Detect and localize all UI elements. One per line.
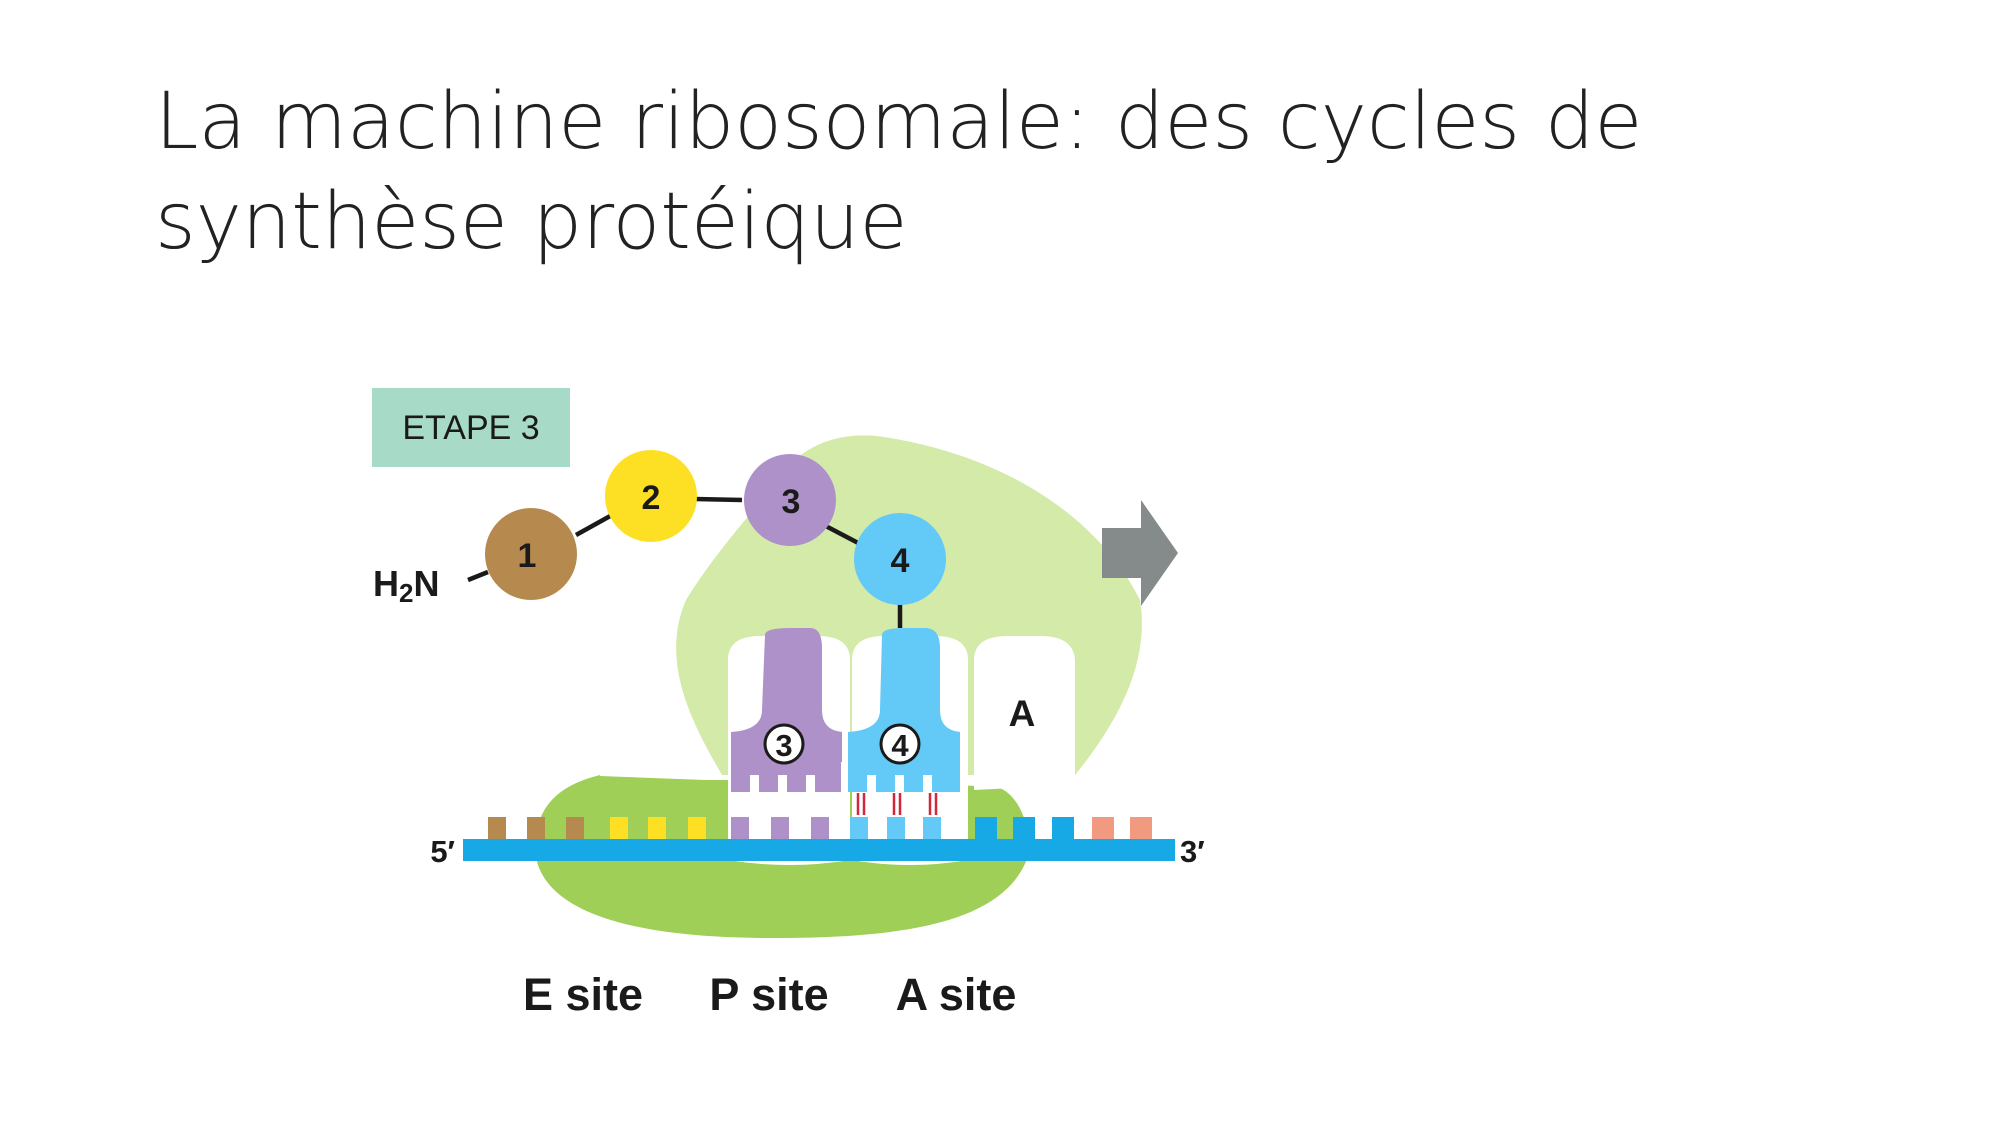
amino-terminus-sub: 2 <box>399 578 413 608</box>
codon-2-base <box>610 817 628 839</box>
amino-acid-1-label: 1 <box>518 537 537 575</box>
trna-p-number-circle <box>763 723 805 765</box>
codon-6-base <box>1130 817 1152 839</box>
p-site-label: P site <box>709 969 828 1020</box>
mrna-codons <box>488 817 1152 839</box>
step-label-box <box>372 388 570 467</box>
codon-5-base <box>975 817 997 839</box>
amino-acid-2 <box>605 450 697 542</box>
amino-acid-2-label: 2 <box>642 479 661 517</box>
trna-a-number-circle <box>879 723 921 765</box>
slide-title: La machine ribosomale: des cycles de syn… <box>155 72 1855 272</box>
amino-terminus-h: H <box>373 563 399 604</box>
base-pair-lines <box>856 793 938 815</box>
e-site-label: E site <box>523 969 643 1020</box>
codon-3-base <box>811 817 829 839</box>
a-site-label: A site <box>896 969 1017 1020</box>
slide-title-line-2: synthèse protéique <box>155 177 908 267</box>
mrna-3-end-label: 3′ <box>1180 834 1205 869</box>
codon-1-base <box>566 817 584 839</box>
amino-acid-3 <box>744 454 836 546</box>
trna-a-site <box>848 628 960 762</box>
trna-a-teeth <box>867 775 932 792</box>
mrna-strand <box>463 839 1175 861</box>
site-cavity-empty <box>974 636 1075 790</box>
codon-4-base <box>923 817 941 839</box>
amino-acid-3-label: 3 <box>782 483 801 521</box>
codon-4-base <box>850 817 868 839</box>
codon-2-base <box>648 817 666 839</box>
amino-terminus-n: N <box>413 563 439 604</box>
slide-title-line-1: La machine ribosomale: des cycles de <box>155 77 1643 167</box>
codon-6-base <box>1092 817 1114 839</box>
mrna-5-end-label: 5′ <box>430 834 455 869</box>
codon-2-base <box>688 817 706 839</box>
amino-acid-4 <box>854 513 946 605</box>
codon-5-base <box>1013 817 1035 839</box>
trna-p-teeth <box>750 775 815 792</box>
codon-1-base <box>488 817 506 839</box>
step-label: ETAPE 3 <box>402 409 539 447</box>
translocation-arrow-icon <box>1102 500 1178 606</box>
codon-3-base <box>771 817 789 839</box>
amino-acid-4-label: 4 <box>891 542 910 580</box>
trna-p-number: 3 <box>775 728 792 763</box>
codon-5-base <box>1052 817 1074 839</box>
trna-p-site <box>731 628 842 762</box>
trna-a-number: 4 <box>891 728 909 763</box>
amino-acid-1 <box>485 508 577 600</box>
site-a-letter: A <box>1009 693 1036 734</box>
codon-1-base <box>527 817 545 839</box>
amino-terminus-label: H2N <box>373 563 439 608</box>
codon-4-base <box>887 817 905 839</box>
codon-3-base <box>731 817 749 839</box>
